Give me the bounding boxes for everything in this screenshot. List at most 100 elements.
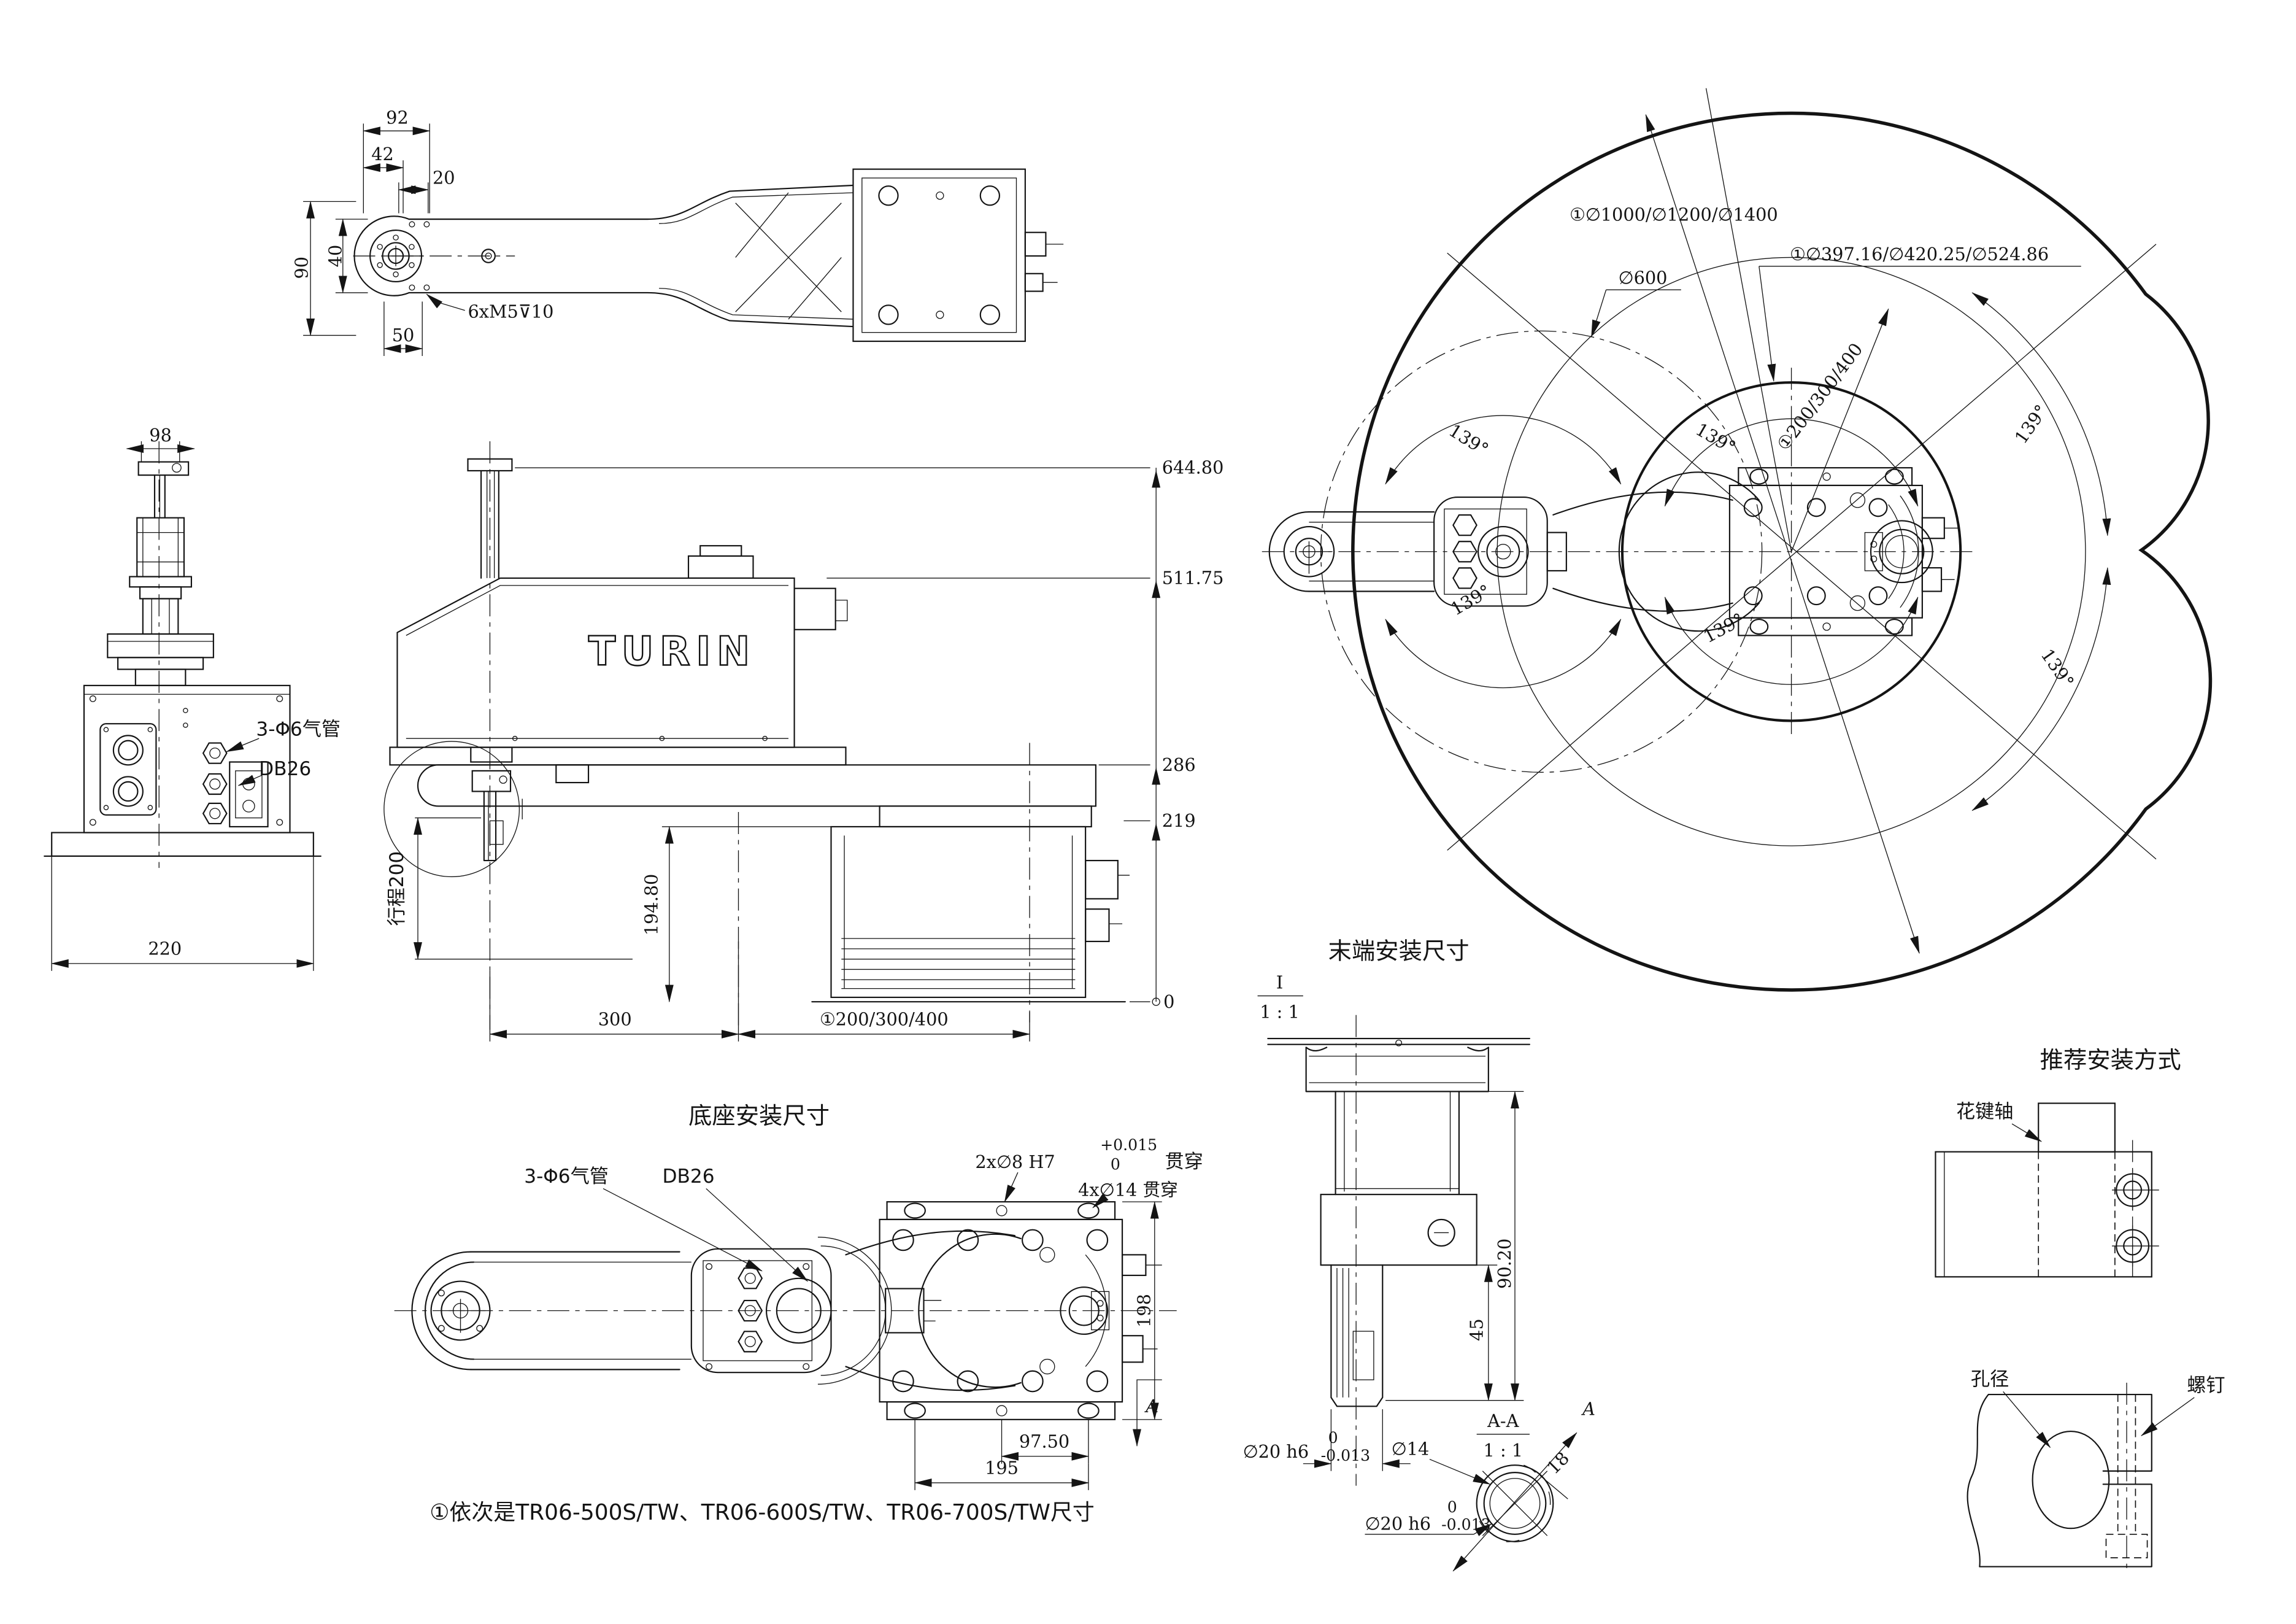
- envelope-base-plate: [1728, 467, 1959, 636]
- base-db26-label: DB26: [663, 1166, 715, 1188]
- dim-50: 50: [383, 301, 423, 357]
- view-front: TURIN 644.80 511.75 286 219 0 行程200 194.…: [383, 441, 1223, 1042]
- shaft-callout-label: ∅20 h6: [1243, 1441, 1309, 1462]
- ord-219-label: 219: [1162, 810, 1196, 831]
- dim-198: 198: [1122, 1201, 1162, 1421]
- thread-callout: 6xM5⊽10: [426, 293, 554, 322]
- bore-screw-figure: 孔径 螺钉: [1967, 1369, 2225, 1571]
- aa-tol-minus: -0.013: [1441, 1516, 1491, 1534]
- angle-139-label-3: 139°: [1692, 419, 1739, 458]
- bore-label: 孔径: [1971, 1369, 2009, 1391]
- dim-300-label: 300: [598, 1009, 632, 1030]
- dim-18-label: 18: [1543, 1448, 1573, 1479]
- detail-I-mark: I: [1276, 972, 1283, 993]
- shaft-dia-callout: ∅20 h6 0 -0.013: [1243, 1409, 1411, 1471]
- dim-90-label: 90: [291, 257, 312, 279]
- dowel-thru-label: 贯穿: [1165, 1151, 1203, 1173]
- side-air-callout: 3-Φ6气管: [226, 718, 341, 752]
- end-mount-title: 末端安装尺寸: [1328, 938, 1470, 965]
- dowel-tol-zero: 0: [1111, 1155, 1120, 1173]
- ord-644-label: 644.80: [1162, 457, 1224, 478]
- section-AA-title: A-A: [1487, 1410, 1519, 1431]
- dim-97-50-label: 97.50: [1019, 1431, 1069, 1452]
- dim-92-label: 92: [386, 107, 409, 128]
- envelope-link-var-label: ①200/300/400: [1773, 339, 1866, 454]
- aa-shaft-callout-label: ∅20 h6: [1365, 1514, 1431, 1534]
- phi600-label: ∅600: [1619, 268, 1668, 288]
- dim-194-80: 194.80: [641, 826, 880, 1003]
- dim-45-label: 45: [1466, 1318, 1487, 1341]
- angle-139-label-1: 139°: [1445, 420, 1492, 460]
- dim-42: 42: [363, 144, 404, 214]
- screw-label: 螺钉: [2187, 1374, 2225, 1396]
- dim-220-label: 220: [148, 938, 182, 959]
- ord-0-label: 0: [1163, 991, 1174, 1012]
- view-arm-top: 92 42 20 90 40 50 6xM5⊽10: [291, 107, 1064, 357]
- section-A-label-base: A: [1144, 1396, 1158, 1417]
- dim-97-50: 97.50: [1001, 1419, 1090, 1464]
- dim-90-20-label: 90.20: [1494, 1239, 1515, 1289]
- dim-40: 40: [325, 218, 368, 294]
- install-title: 推荐安装方式: [2040, 1046, 2181, 1074]
- dim-195: 195: [914, 1419, 1090, 1490]
- view-base-mount: 底座安装尺寸 2x∅8 H7 +0.015 0 贯穿 4x∅14 贯穿 3-Φ6…: [394, 1102, 1203, 1490]
- thread-callout-label: 6xM5⊽10: [468, 301, 554, 322]
- base-db26-callout: DB26: [663, 1166, 809, 1282]
- envelope-arm: [1268, 471, 1760, 632]
- dim-40-label: 40: [325, 245, 345, 268]
- envelope-dia-callouts: ①∅1000/∅1200/∅1400 ①∅397.16/∅420.25/∅524…: [1570, 204, 2081, 552]
- detail-I-scale: 1 : 1: [1260, 1002, 1300, 1023]
- dim-link-var-label: ①200/300/400: [820, 1009, 949, 1030]
- dim-45: 45: [1466, 1264, 1498, 1401]
- side-connector-cluster: [202, 742, 269, 828]
- shaft-tol-zero: 0: [1328, 1429, 1338, 1447]
- view-end-mount: 末端安装尺寸 I 1 : 1 45 90.20 ∅20 h6 0 -0.013 …: [1243, 938, 1595, 1572]
- dim-220: 220: [51, 856, 315, 971]
- brand-logo: TURIN: [588, 628, 756, 675]
- dim-98-label: 98: [149, 425, 172, 446]
- dim-20-label: 20: [433, 168, 455, 188]
- base-air-callout: 3-Φ6气管: [524, 1166, 763, 1272]
- angle-139-label-5: 139°: [2011, 401, 2052, 447]
- base-mount-title: 底座安装尺寸: [688, 1102, 830, 1130]
- inner-dia-label: ①∅397.16/∅420.25/∅524.86: [1790, 244, 2049, 265]
- detail-I-circle: [383, 741, 520, 878]
- dim-stroke200: 行程200: [386, 817, 633, 960]
- dim-98: 98: [126, 425, 195, 462]
- section-AA-detail: A-A 1 : 1 A 18 ∅14 ∅20 h6 0 -0.013: [1365, 1399, 1595, 1572]
- spline-label: 花键轴: [1956, 1101, 2013, 1123]
- shaft-tol-minus: -0.013: [1321, 1447, 1371, 1464]
- aa-tol-zero: 0: [1447, 1498, 1457, 1516]
- section-A-marker-base: A: [1133, 1379, 1162, 1447]
- dim-90: 90: [291, 201, 356, 336]
- dim-14-label: ∅14: [1392, 1438, 1430, 1459]
- angle-139-label-6: 139°: [2037, 645, 2079, 692]
- side-db26-callout: DB26: [237, 758, 311, 786]
- dim-198-label: 198: [1134, 1294, 1155, 1328]
- view-side: 98 220 3-Φ6气管 DB26: [44, 425, 341, 971]
- footnote: ①依次是TR06-500S/TW、TR06-600S/TW、TR06-700S/…: [430, 1500, 1095, 1525]
- dowel-tol-plus: +0.015: [1100, 1136, 1157, 1154]
- bolt-callout: 4x∅14 贯穿: [1078, 1180, 1178, 1208]
- spline-clamp-figure: 花键轴: [1935, 1101, 2159, 1283]
- front-bottom-dims: 300 ①200/300/400: [489, 941, 1031, 1042]
- dim-20: 20: [398, 168, 455, 214]
- dim-90-20: 90.20: [1385, 1091, 1524, 1401]
- side-air-label: 3-Φ6气管: [256, 718, 341, 740]
- ord-511-label: 511.75: [1162, 568, 1224, 589]
- dim-195-label: 195: [985, 1458, 1019, 1479]
- front-ordinate-dims: 644.80 511.75 286 219 0: [515, 457, 1223, 1012]
- side-db26-label: DB26: [259, 758, 311, 780]
- outer-dia-label: ①∅1000/∅1200/∅1400: [1570, 204, 1778, 225]
- angle-139-label-2: 139°: [1447, 580, 1494, 619]
- bolt-callout-label: 4x∅14 贯穿: [1078, 1180, 1178, 1201]
- view-envelope: 139° 139° 139° 139° 139° 139° ①∅1000/∅12…: [1262, 88, 2213, 992]
- section-A-label-end: A: [1581, 1399, 1595, 1420]
- base-air-label: 3-Φ6气管: [524, 1166, 609, 1188]
- stroke-200-label: 行程200: [386, 851, 408, 926]
- dowel-callout: 2x∅8 H7 +0.015 0 贯穿: [975, 1136, 1203, 1203]
- section-AA-scale: 1 : 1: [1484, 1440, 1524, 1461]
- view-install: 推荐安装方式 花键轴 孔径 螺钉: [1935, 1046, 2225, 1571]
